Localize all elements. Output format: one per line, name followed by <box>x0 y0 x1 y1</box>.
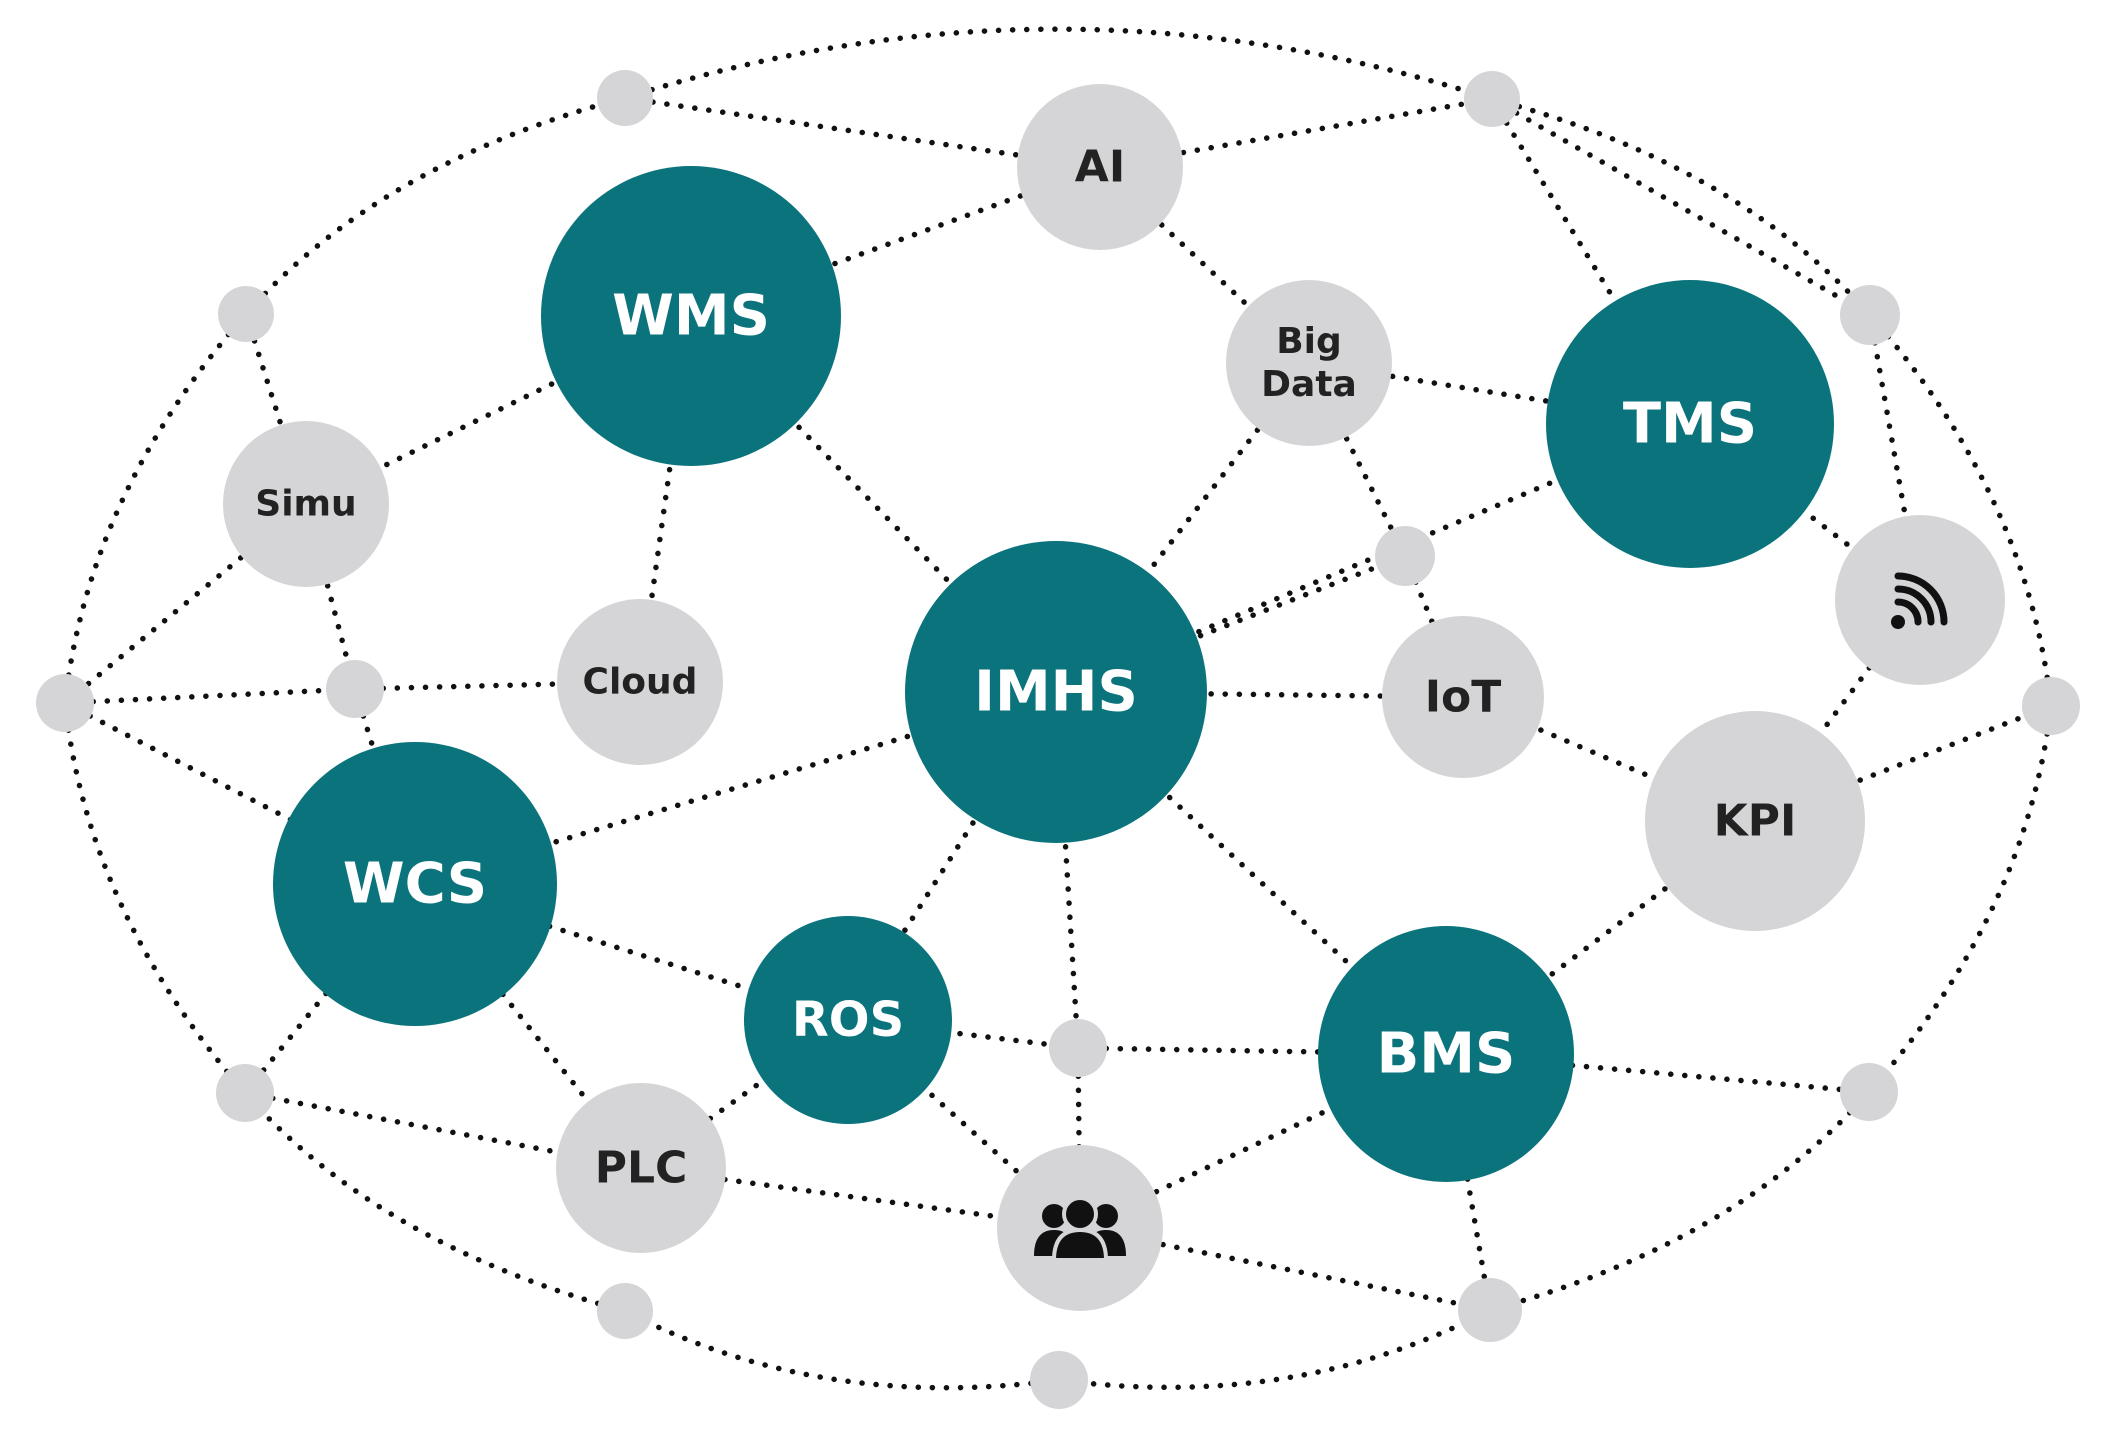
node-bms: BMS <box>1318 926 1574 1182</box>
ring-segment-d_right <box>1866 703 2054 1095</box>
node-circle-cloud <box>557 599 723 765</box>
node-label-bigdata: Big <box>1276 321 1342 362</box>
wifi-signal-icon <box>1891 572 1948 629</box>
junction-dot <box>216 1064 274 1122</box>
ring-segment-d_lb <box>62 700 248 1096</box>
edge-d_lt-simu <box>243 311 309 507</box>
edge-ros-users <box>845 1017 1083 1231</box>
junction-dot <box>2022 677 2080 735</box>
node-ai: AI <box>1017 84 1183 250</box>
node-simu: Simu <box>223 421 389 587</box>
node-label-kpi: KPI <box>1714 796 1797 847</box>
junction-dot <box>1030 1351 1088 1409</box>
node-imhs: IMHS <box>905 541 1207 843</box>
junction-dot <box>1464 71 1520 127</box>
edge-d_left-wcs <box>62 700 418 887</box>
node-tms: TMS <box>1546 280 1834 568</box>
junction-dot <box>597 70 653 126</box>
node-kpi: KPI <box>1645 711 1865 931</box>
edge-d_left-d_cl <box>62 686 358 706</box>
node-label-bms: BMS <box>1377 1022 1516 1087</box>
node-circle-imhs <box>905 541 1207 843</box>
node-label-cloud: Cloud <box>583 662 698 703</box>
node-circle-bigdata <box>1226 280 1392 446</box>
node-circle-simu <box>223 421 389 587</box>
node-circle-ros <box>744 916 952 1124</box>
ring-segment-d_rb <box>1487 1089 1872 1313</box>
node-ros: ROS <box>744 916 952 1124</box>
edge-imhs-bms <box>1053 689 1449 1057</box>
junction-dot <box>1840 1063 1898 1121</box>
node-label-imhs: IMHS <box>974 660 1138 725</box>
node-label-wcs: WCS <box>343 852 487 917</box>
node-label-simu: Simu <box>255 484 356 525</box>
node-wcs: WCS <box>273 742 557 1026</box>
junction-dot <box>36 674 94 732</box>
edge-imhs-d_cb <box>1053 689 1081 1051</box>
junction-dot <box>1840 285 1900 345</box>
node-label-bigdata: Data <box>1261 364 1357 405</box>
edge-d_cb-bms <box>1075 1045 1449 1057</box>
edge-wcs-plc <box>412 881 644 1171</box>
node-label-iot: IoT <box>1425 672 1502 723</box>
edge-simu-d_left <box>62 501 309 706</box>
ring-segment-d_br <box>1056 1307 1493 1391</box>
junction-dot <box>218 286 274 342</box>
node-label-ai: AI <box>1075 142 1125 193</box>
junction-dot <box>1375 526 1435 586</box>
edge-imhs-d_mid <box>1053 553 1408 695</box>
node-wms: WMS <box>541 166 841 466</box>
node-circle-wms <box>541 166 841 466</box>
node-plc: PLC <box>556 1083 726 1253</box>
ring-segment-d_lt <box>243 95 628 317</box>
node-circle-kpi <box>1645 711 1865 931</box>
node-circle-tms <box>1546 280 1834 568</box>
node-iot: IoT <box>1382 616 1544 778</box>
node-circle-plc <box>556 1083 726 1253</box>
ring-segment-d_rt <box>1867 312 2054 709</box>
edge-d_top_r-d_rt <box>1489 96 1873 318</box>
users-group-icon <box>1034 1196 1126 1262</box>
edge-ai-d_top_r <box>1097 96 1495 170</box>
ring-segment-d_left <box>62 311 249 706</box>
node-circle-iot <box>1382 616 1544 778</box>
node-circle-bms <box>1318 926 1574 1182</box>
outer-dotted-ring <box>62 26 2054 1391</box>
edge-d_top_l-ai <box>622 95 1103 170</box>
junction-dot <box>326 660 384 718</box>
node-label-plc: PLC <box>595 1143 688 1194</box>
node-wifi <box>1835 515 2005 685</box>
node-label-tms: TMS <box>1623 392 1757 457</box>
junction-dot <box>597 1283 653 1339</box>
junction-dot <box>1458 1278 1522 1342</box>
edge-d_cb-users <box>1075 1045 1083 1231</box>
node-label-wms: WMS <box>612 284 770 349</box>
node-circle-wcs <box>273 742 557 1026</box>
node-circle-ai <box>1017 84 1183 250</box>
small-junction-dots <box>36 70 2080 1409</box>
node-users <box>997 1145 1163 1311</box>
node-cloud: Cloud <box>557 599 723 765</box>
node-label-ros: ROS <box>792 992 904 1048</box>
junction-dot <box>1049 1019 1107 1077</box>
